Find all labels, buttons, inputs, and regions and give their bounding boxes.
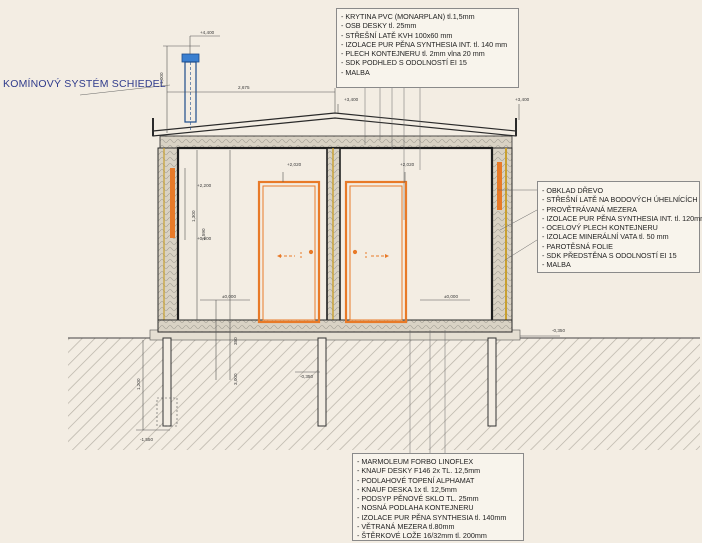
legend-item: IZOLACE PUR PĚNA SYNTHESIA INT. tl. 140 … (341, 40, 512, 49)
legend-item: PAROTĚSNÁ FOLIE (542, 242, 693, 251)
dim-chimney-height: 1,000 (159, 72, 164, 84)
legend-item: PROVĚTRÁVANÁ MEZERA (542, 205, 693, 214)
legend-item: STŘEŠNÍ LATĚ NA BODOVÝCH ÚHELNÍCÍCH (542, 195, 697, 204)
foundation-piers (162, 337, 497, 427)
legend-item: OSB DESKY tl. 25mm (341, 21, 512, 30)
dim-room-height: 2,590 (201, 228, 206, 240)
legend-item: VĚTRANÁ MEZERA tl.80mm (357, 522, 517, 531)
legend-item: KRYTINA PVC (MONARPLAN) tl.1,5mm (341, 12, 512, 21)
legend-item: MALBA (542, 260, 693, 269)
legend-item: PLECH KONTEJNERU tl. 2mm vlna 20 mm (341, 49, 512, 58)
door-left (257, 180, 321, 324)
floor-slab (157, 319, 513, 333)
legend-item: STŘEŠNÍ LATĚ KVH 100x60 mm (341, 31, 512, 40)
legend-item: KNAUF DESKA 1x tl. 12,5mm (357, 485, 517, 494)
door-right (344, 180, 408, 324)
level-ground-left: -0,350 (300, 374, 313, 379)
level-floor-right: ±0,000 (444, 294, 458, 299)
legend-item: SDK PODHLED S ODOLNOSTÍ EI 15 (341, 58, 512, 67)
level-roof-right: +3,400 (515, 97, 530, 102)
legend-item: IZOLACE PUR PĚNA SYNTHESIA INT. tl. 120m… (542, 214, 702, 223)
legend-item: PODLAHOVÉ TOPENÍ ALPHAMAT (357, 476, 517, 485)
window (170, 168, 175, 238)
level-floor-left: ±0,000 (222, 294, 236, 299)
leader-lines (79, 48, 538, 453)
legend-wall: OBKLAD DŘEVOSTŘEŠNÍ LATĚ NA BODOVÝCH ÚHE… (537, 181, 702, 273)
level-chimney-top: +4,400 (200, 30, 215, 35)
level-door-left: +2,020 (287, 162, 302, 167)
level-roof-left: +3,400 (344, 97, 359, 102)
legend-item: SDK PŘEDSTĚNA S ODOLNOSTÍ EI 15 (542, 251, 693, 260)
roof (152, 112, 517, 149)
legend-item: KNAUF DESKY F146 2x TL. 12,5mm (357, 466, 517, 475)
ground-hatch (68, 338, 700, 450)
dim-wall-base: 350 (233, 337, 238, 345)
walls (157, 146, 513, 332)
legend-item: OCELOVÝ PLECH KONTEJNERU (542, 223, 693, 232)
dim-window-height: 1,300 (191, 210, 196, 222)
level-window-bottom: +0,900 (197, 236, 212, 241)
legend-item: ŠTĚRKOVÉ LOŽE 16/32mm tl. 200mm (357, 531, 517, 540)
level-window-top: +2,200 (197, 183, 212, 188)
vent-right (497, 162, 502, 210)
dim-chimney-offset: 2,675 (238, 85, 250, 90)
legend-item: NOSNÁ PODLAHA KONTEJNERU (357, 503, 517, 512)
annotations: +4,400 +3,400 +3,400 +2,020 +2,020 ±0,00… (136, 30, 565, 442)
legend-item: PODSYP PĚNOVÉ SKLO TL. 25mm (357, 494, 517, 503)
level-footing: -1,550 (140, 437, 153, 442)
legend-floor: MARMOLEUM FORBO LINOFLEXKNAUF DESKY F146… (352, 453, 524, 541)
level-ground-right: -0,350 (552, 328, 565, 333)
legend-item: MARMOLEUM FORBO LINOFLEX (357, 457, 517, 466)
dim-foundation: 1,200 (136, 378, 141, 390)
legend-roof: KRYTINA PVC (MONARPLAN) tl.1,5mmOSB DESK… (336, 8, 519, 88)
chimney-system-title: KOMÍNOVÝ SYSTÉM SCHIEDEL (3, 78, 166, 90)
chimney (181, 53, 200, 132)
legend-item: IZOLACE PUR PĚNA SYNTHESIA tl. 140mm (357, 513, 517, 522)
legend-item: MALBA (341, 68, 512, 77)
dim-wall-total: 3,000 (233, 373, 238, 385)
legend-item: OBKLAD DŘEVO (542, 186, 693, 195)
level-door-right: +2,020 (400, 162, 415, 167)
dimension-lines (136, 35, 560, 431)
footing-left (156, 397, 178, 427)
legend-item: IZOLACE MINERÁLNÍ VATA tl. 50 mm (542, 232, 693, 241)
